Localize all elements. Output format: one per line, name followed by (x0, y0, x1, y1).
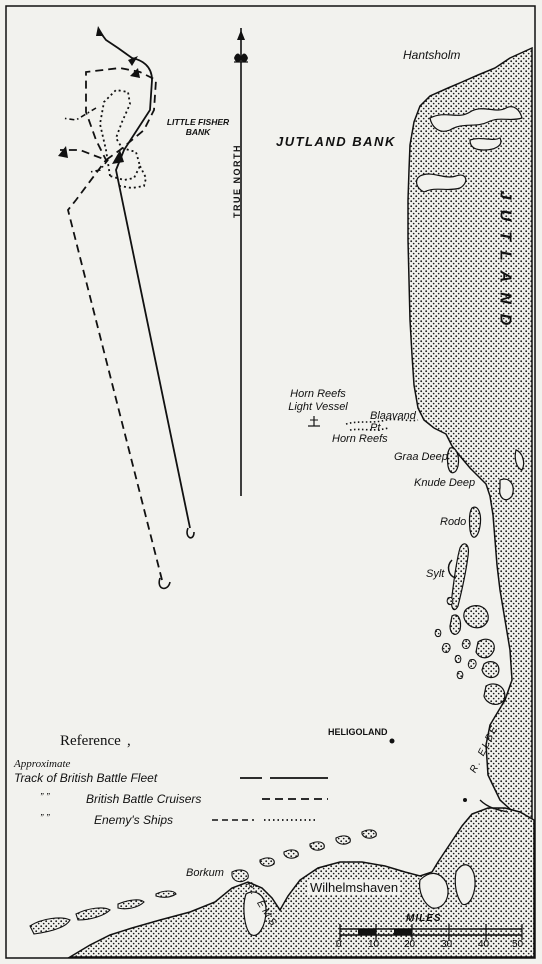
eiderstedt (483, 683, 506, 705)
legend-approx: Approximate (14, 758, 71, 770)
track-enemy-ships-4 (89, 159, 109, 173)
label-graa-deep: Graa Deep (394, 451, 448, 463)
frisian-island-4 (155, 890, 177, 898)
track-battle-cruisers-arrow-2 (130, 68, 140, 78)
nordstrand-island (481, 661, 500, 679)
fano-island (446, 447, 460, 474)
label-knude-deep: Knude Deep (414, 477, 476, 489)
horn-reefs-shoal (345, 418, 419, 425)
frisian-island-2 (75, 907, 111, 921)
label-sylt: Sylt (426, 568, 445, 580)
frisian-island-10 (361, 829, 377, 839)
scale-tick-10: 10 (368, 939, 380, 950)
scale-tick-30: 30 (441, 939, 453, 950)
scale-tick-0: 0 (336, 939, 342, 950)
frisian-island-7 (283, 849, 299, 859)
label-rodo: Rodo (440, 516, 467, 528)
elbe-buoy-dot (463, 798, 467, 802)
label-heligoland: HELIGOLAND (328, 727, 388, 737)
hallig-1 (461, 639, 471, 649)
label-horn-reefs-light-vessel: Horn Reefs Light Vessel (288, 388, 348, 413)
scale-tick-20: 20 (404, 939, 416, 950)
island-small-6 (446, 597, 454, 605)
frisian-island-8 (309, 841, 325, 851)
jade-bay (419, 872, 449, 909)
jutland-land (407, 46, 533, 828)
track-battle-fleet (99, 31, 191, 529)
track-battle-cruisers (60, 67, 163, 581)
fjord-inlet-2 (469, 137, 502, 151)
island-small-5 (434, 629, 442, 637)
track-battle-fleet-hook (186, 527, 195, 539)
label-borkum: Borkum (186, 867, 224, 879)
label-wilhelmshaven: Wilhelmshaven (308, 880, 401, 895)
hallig-3 (467, 659, 477, 669)
track-battle-fleet-arrow-mid (112, 150, 124, 164)
hallig-2 (441, 643, 451, 653)
scale-title: MILES (406, 913, 442, 924)
weser-estuary (454, 864, 476, 906)
rodo-island (468, 506, 482, 538)
legend-row-enemy: Enemy's Ships (94, 813, 173, 827)
label-jutland: JUTLAND (496, 190, 514, 336)
german-coast-land (67, 807, 535, 958)
label-true-north: TRUE NORTH (232, 144, 242, 218)
legend-row-fleet: Track of British Battle Fleet (14, 771, 158, 785)
fjord-inlet-1 (415, 173, 467, 193)
scale-bar (339, 924, 523, 940)
limfjord-channel (429, 106, 523, 132)
track-enemy-ships-2 (119, 165, 147, 189)
frisian-island-6 (259, 857, 275, 867)
track-battle-fleet-arrow-top (128, 56, 138, 66)
schleswig-coast-detail (499, 478, 514, 501)
fohr-island (463, 605, 489, 629)
label-jutland-bank: JUTLAND BANK (276, 134, 396, 149)
track-enemy-ships (99, 89, 141, 181)
track-battle-fleet-arrow (96, 26, 104, 36)
legend-title: Reference (60, 733, 121, 749)
frisian-island-3 (117, 899, 145, 910)
elbe-river (479, 799, 509, 813)
legend-row-enemy-prefix: ” ” (40, 813, 50, 824)
sylt-hook (447, 559, 457, 579)
pellworm-island (475, 638, 495, 659)
map-frame (5, 5, 536, 959)
heligoland-dot (389, 738, 395, 744)
label-horn-reefs: Horn Reefs (332, 433, 388, 445)
ems-estuary (243, 891, 267, 936)
scale-tick-40: 40 (478, 939, 490, 950)
sylt-island (450, 543, 469, 611)
track-enemy-ships-3 (61, 107, 97, 121)
amrum-island (449, 614, 462, 635)
hallig-4 (454, 655, 462, 663)
frisian-island-9 (335, 835, 351, 845)
frisian-island-1 (29, 917, 71, 935)
island-small-7 (456, 671, 464, 679)
label-blaavand-pt: Blaavand Pt (370, 410, 416, 434)
legend-row-cruisers: British Battle Cruisers (86, 792, 202, 806)
legend-title-comma: , (127, 733, 131, 749)
legend-row-cruisers-prefix: ” ” (40, 792, 50, 803)
label-hantsholm: Hantsholm (403, 48, 461, 62)
label-little-fisher-bank: LITTLE FISHER BANK (166, 117, 230, 137)
north-arrow (234, 28, 248, 496)
track-battle-cruisers-hook (158, 577, 171, 590)
scale-tick-50: 50 (512, 939, 524, 950)
east-coast-inlet (514, 449, 525, 471)
borkum-island (231, 869, 249, 883)
light-vessel-icon (308, 416, 320, 427)
track-battle-cruisers-arrow (58, 146, 68, 158)
